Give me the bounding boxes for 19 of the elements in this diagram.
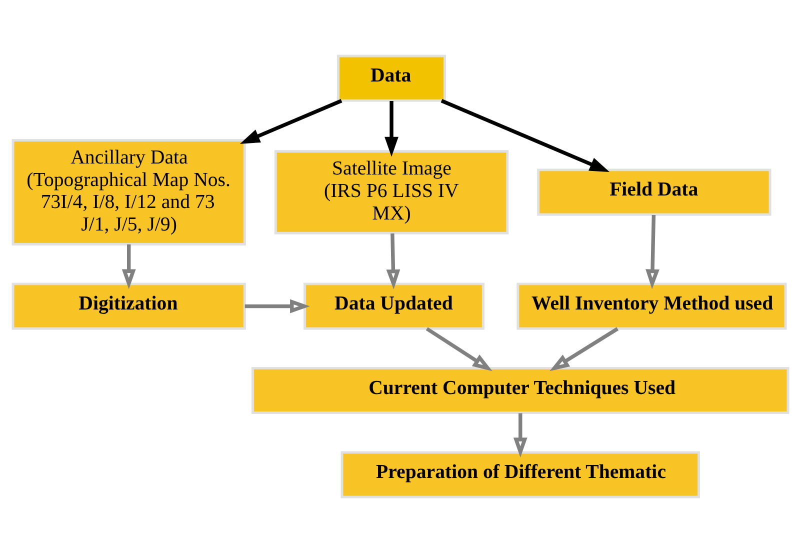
node-box: Digitization — [12, 282, 246, 330]
node-box: Satellite Image (IRS P6 LISS IV MX) — [274, 150, 509, 234]
arrow — [386, 232, 400, 289]
node-box: Field Data — [537, 168, 772, 216]
arrow — [384, 100, 398, 156]
arrow — [440, 98, 610, 172]
node-box: Current Computer Techniques Used — [252, 366, 790, 414]
arrow — [244, 298, 310, 313]
arrow — [426, 326, 492, 371]
node-box: Data — [337, 54, 446, 102]
node-box: Preparation of Different Thematic — [340, 450, 700, 498]
node-box: Data Updated — [304, 282, 484, 330]
arrow — [122, 244, 136, 289]
arrow — [550, 326, 619, 371]
arrow — [513, 412, 528, 457]
arrow — [646, 214, 660, 289]
node-box: Well Inventory Method used — [516, 282, 787, 330]
arrow — [240, 98, 342, 144]
node-box: Ancillary Data (Topographical Map Nos. 73I/4, I/8, I/12 and 73 J/1, J/5, J/9) — [12, 138, 246, 246]
